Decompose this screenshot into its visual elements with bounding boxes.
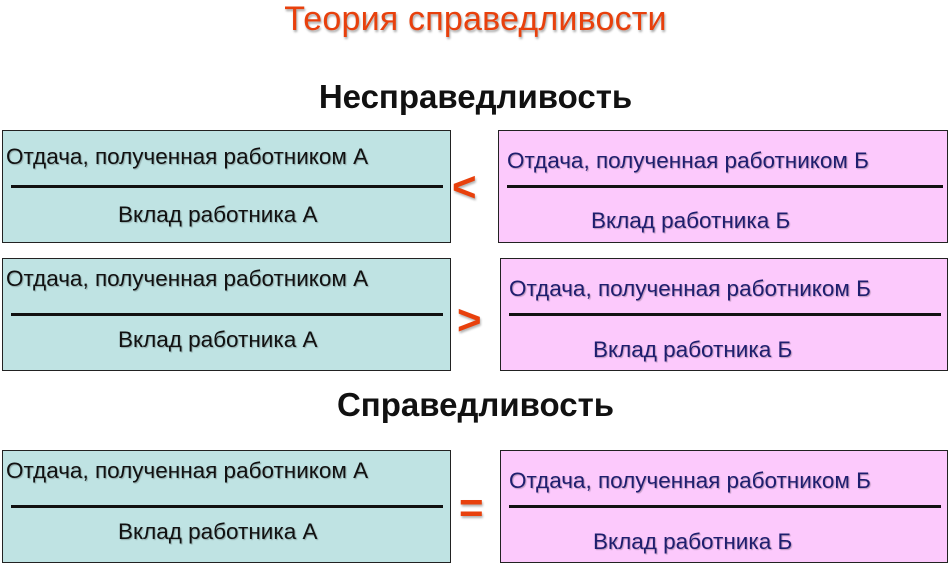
fraction-line (11, 505, 443, 508)
heading-unfair: Несправедливость (318, 78, 633, 115)
input-label: Вклад работника А (118, 202, 318, 227)
outcome-label: Отдача, полученная работником Б (509, 468, 871, 493)
outcome-label: Отдача, полученная работником Б (507, 148, 869, 173)
input-label: Вклад работника Б (593, 529, 793, 554)
fraction-line (11, 313, 443, 316)
input-label: Вклад работника Б (593, 337, 793, 362)
fraction-line (507, 185, 943, 188)
fraction-line (11, 185, 443, 188)
slide-title: Теория справедливости (284, 0, 667, 38)
ratio-box-worker-b: Отдача, полученная работником Б Вклад ра… (500, 258, 948, 371)
ratio-box-worker-a: Отдача, полученная работником А Вклад ра… (2, 258, 451, 371)
outcome-label: Отдача, полученная работником А (6, 144, 369, 169)
outcome-label: Отдача, полученная работником А (6, 458, 369, 483)
less-than-sign: < (452, 163, 477, 210)
heading-fair: Справедливость (336, 386, 615, 423)
ratio-box-worker-a: Отдача, полученная работником А Вклад ра… (2, 130, 451, 243)
ratio-box-worker-b: Отдача, полученная работником Б Вклад ра… (498, 130, 948, 243)
ratio-box-worker-a: Отдача, полученная работником А Вклад ра… (2, 450, 451, 563)
equals-sign: = (459, 484, 484, 531)
input-label: Вклад работника Б (591, 208, 791, 233)
outcome-label: Отдача, полученная работником А (6, 266, 369, 291)
input-label: Вклад работника А (118, 519, 318, 544)
outcome-label: Отдача, полученная работником Б (509, 276, 871, 301)
ratio-box-worker-b: Отдача, полученная работником Б Вклад ра… (500, 450, 948, 563)
input-label: Вклад работника А (118, 327, 318, 352)
fraction-line (509, 505, 941, 508)
fraction-line (509, 313, 941, 316)
greater-than-sign: > (457, 296, 482, 343)
